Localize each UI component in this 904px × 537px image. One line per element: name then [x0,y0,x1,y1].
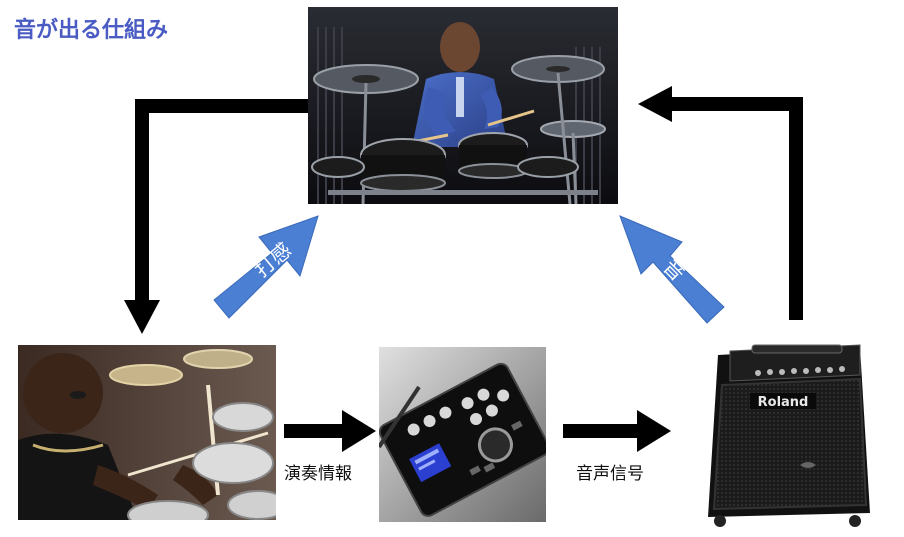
black-arrow-to-performer [124,99,308,334]
diagram-title: 音が出る仕組み [14,18,169,43]
performance-info-label: 演奏情報 [284,464,352,484]
audio-signal-label: 音声信号 [576,464,644,484]
blue-arrow-strike-feel: 打感 [213,215,319,319]
drummer-playing-photo [308,7,618,204]
roland-brand-text: Roland [758,395,809,410]
black-arrow-audio-signal [563,410,671,452]
drummer-hitting-pad-photo [18,345,276,520]
black-arrow-from-amplifier [638,86,803,320]
drum-module-photo [379,347,546,522]
roland-amplifier-photo: Roland [700,335,875,530]
blue-arrow-sound: 音 [619,215,725,324]
black-arrow-performance-info [284,410,376,452]
